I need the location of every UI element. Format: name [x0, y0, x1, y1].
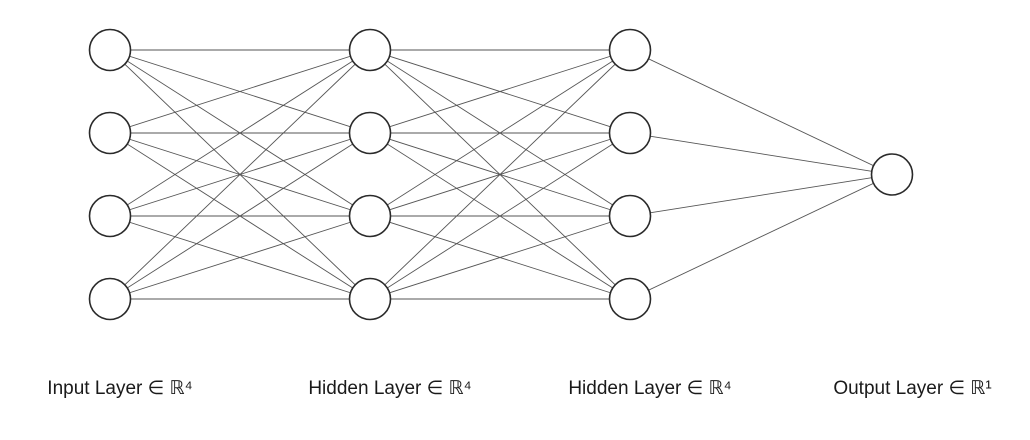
- layer-label-hidden-2: Hidden Layer ∈ ℝ⁴: [568, 378, 732, 399]
- neuron-hidden-1-3: [348, 194, 392, 238]
- connection-hidden-1-4-to-hidden-2-3: [369, 215, 631, 300]
- connection-hidden-1-4-to-hidden-2-2: [369, 132, 631, 300]
- neuron-input-2: [88, 111, 132, 155]
- connection-hidden-2-2-to-output-1: [629, 132, 893, 175]
- neuron-input-3: [88, 194, 132, 238]
- neuron-hidden-1-1: [348, 28, 392, 72]
- neuron-input-4: [88, 277, 132, 321]
- neuron-input-1: [88, 28, 132, 72]
- connection-hidden-1-2-to-hidden-2-1: [369, 49, 631, 134]
- neuron-hidden-2-1: [608, 28, 652, 72]
- connection-input-4-to-hidden-1-2: [109, 132, 371, 300]
- connection-input-4-to-hidden-1-1: [109, 49, 371, 300]
- neuron-hidden-2-3: [608, 194, 652, 238]
- connection-input-4-to-hidden-1-3: [109, 215, 371, 300]
- neuron-hidden-2-2: [608, 111, 652, 155]
- connection-hidden-2-3-to-output-1: [629, 174, 893, 217]
- layer-label-input: Input Layer ∈ ℝ⁴: [47, 378, 193, 399]
- connection-hidden-2-1-to-output-1: [629, 49, 893, 175]
- layer-label-output: Output Layer ∈ ℝ¹: [833, 378, 992, 399]
- connection-input-2-to-hidden-1-1: [109, 49, 371, 134]
- neuron-hidden-2-4: [608, 277, 652, 321]
- connection-hidden-1-4-to-hidden-2-1: [369, 49, 631, 300]
- neuron-hidden-1-4: [348, 277, 392, 321]
- connections-group: [109, 49, 893, 300]
- layer-label-hidden-1: Hidden Layer ∈ ℝ⁴: [308, 378, 472, 399]
- neuron-hidden-1-2: [348, 111, 392, 155]
- neurons-group: [88, 28, 914, 321]
- connection-input-3-to-hidden-1-1: [109, 49, 371, 217]
- connection-hidden-1-3-to-hidden-2-1: [369, 49, 631, 217]
- connection-hidden-2-4-to-output-1: [629, 174, 893, 300]
- neuron-output-1: [870, 153, 914, 196]
